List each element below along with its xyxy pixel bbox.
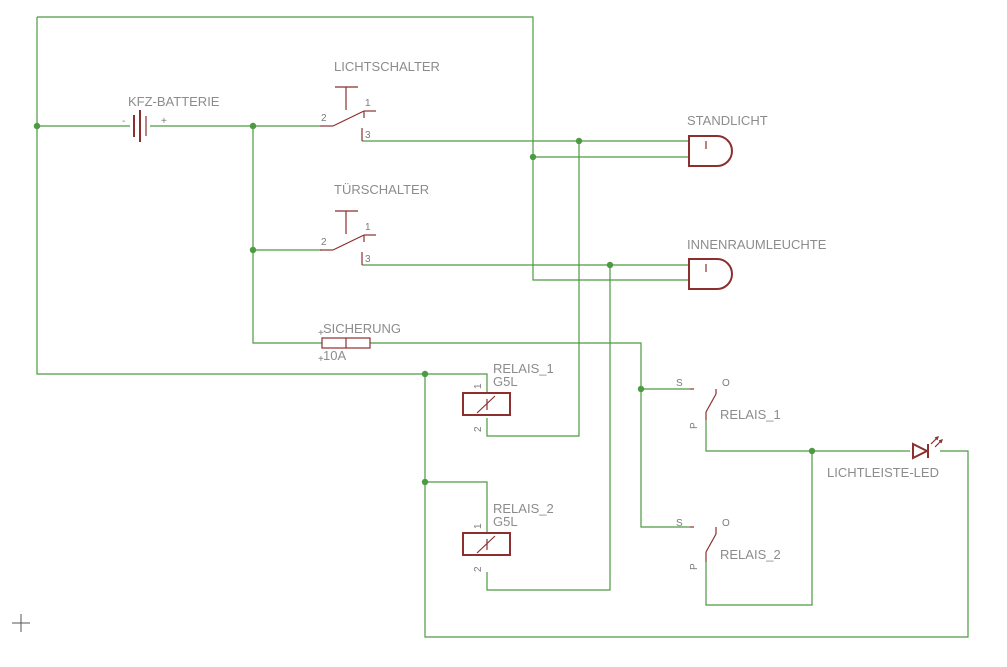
relay2-coil-label: RELAIS_2 [493, 501, 554, 516]
junction [33, 122, 41, 130]
pin-label: 2 [321, 237, 327, 248]
relay1-contact-label: RELAIS_1 [720, 407, 781, 422]
relay2-type-label: G5L [493, 514, 518, 529]
relay1-coil-label: RELAIS_1 [493, 361, 554, 376]
wire-gnd-bus [424, 374, 969, 638]
pin-label: P [689, 422, 700, 429]
wire-relay1-pin1 [425, 373, 488, 392]
wire-fuse-out [370, 342, 690, 528]
wire-plus-rail [252, 126, 322, 344]
origin-cross-icon [12, 614, 30, 632]
relay1-type-label: G5L [493, 374, 518, 389]
pin-label: 1 [473, 523, 484, 529]
pin-label: 3 [365, 254, 371, 265]
wire-top-loop [37, 16, 690, 281]
led-label: LICHTLEISTE-LED [827, 465, 939, 480]
battery-minus-label: - [122, 116, 125, 127]
relay2-contact-label: RELAIS_2 [720, 547, 781, 562]
fuse-plus-mark: + [318, 328, 324, 339]
fuse-plus-mark: + [318, 354, 324, 365]
pin-label: 1 [365, 222, 371, 233]
junctions [33, 122, 816, 486]
innenraumleuchte-lamp [688, 258, 733, 290]
pin-label: 1 [473, 383, 484, 389]
junction [808, 447, 816, 455]
pin-label: 2 [321, 113, 327, 124]
junction [249, 246, 257, 254]
pin-label: O [722, 518, 730, 529]
wire-left-rail [36, 17, 425, 375]
relay2-contact-symbol: S O P [676, 518, 730, 570]
junction [421, 370, 429, 378]
relay1-contact-symbol: S O P [676, 378, 730, 429]
battery-plus-label: + [161, 116, 167, 127]
relay1-coil-symbol: 1 2 [462, 383, 511, 432]
innenraumleuchte-label: INNENRAUMLEUCHTE [687, 237, 827, 252]
wire-relay1-coil [486, 141, 580, 437]
pin-label: S [676, 378, 683, 389]
junction [249, 122, 257, 130]
door-switch-symbol: 2 1 3 [320, 210, 376, 265]
pin-label: S [676, 518, 683, 529]
standlicht-lamp [688, 135, 733, 167]
fuse-symbol: + + [318, 328, 371, 365]
relay2-coil-symbol: 1 2 [462, 523, 511, 572]
junction [637, 385, 645, 393]
wire-relay2-coil [486, 265, 611, 591]
pin-label: 2 [473, 566, 484, 572]
wire-relay2-pin1 [425, 481, 488, 532]
pin-label: 2 [473, 426, 484, 432]
battery-label: KFZ-BATTERIE [128, 94, 220, 109]
junction [575, 137, 583, 145]
fuse-value: 10A [323, 348, 346, 363]
pin-label: O [722, 378, 730, 389]
junction [529, 153, 537, 161]
pin-label: 1 [365, 98, 371, 109]
door-switch-label: TÜRSCHALTER [334, 182, 429, 197]
pin-label: 3 [365, 130, 371, 141]
battery-symbol: - + [122, 110, 167, 142]
junction [606, 261, 614, 269]
wires [36, 16, 969, 638]
junction [421, 478, 429, 486]
pin-label: P [689, 563, 700, 570]
light-switch-label: LICHTSCHALTER [334, 59, 440, 74]
wire-relay1-p [705, 420, 910, 452]
fuse-label: SICHERUNG [323, 321, 401, 336]
light-switch-symbol: 2 1 3 [320, 86, 376, 141]
led-symbol [912, 436, 943, 460]
wire-relay2-p [705, 451, 813, 606]
standlicht-label: STANDLICHT [687, 113, 768, 128]
